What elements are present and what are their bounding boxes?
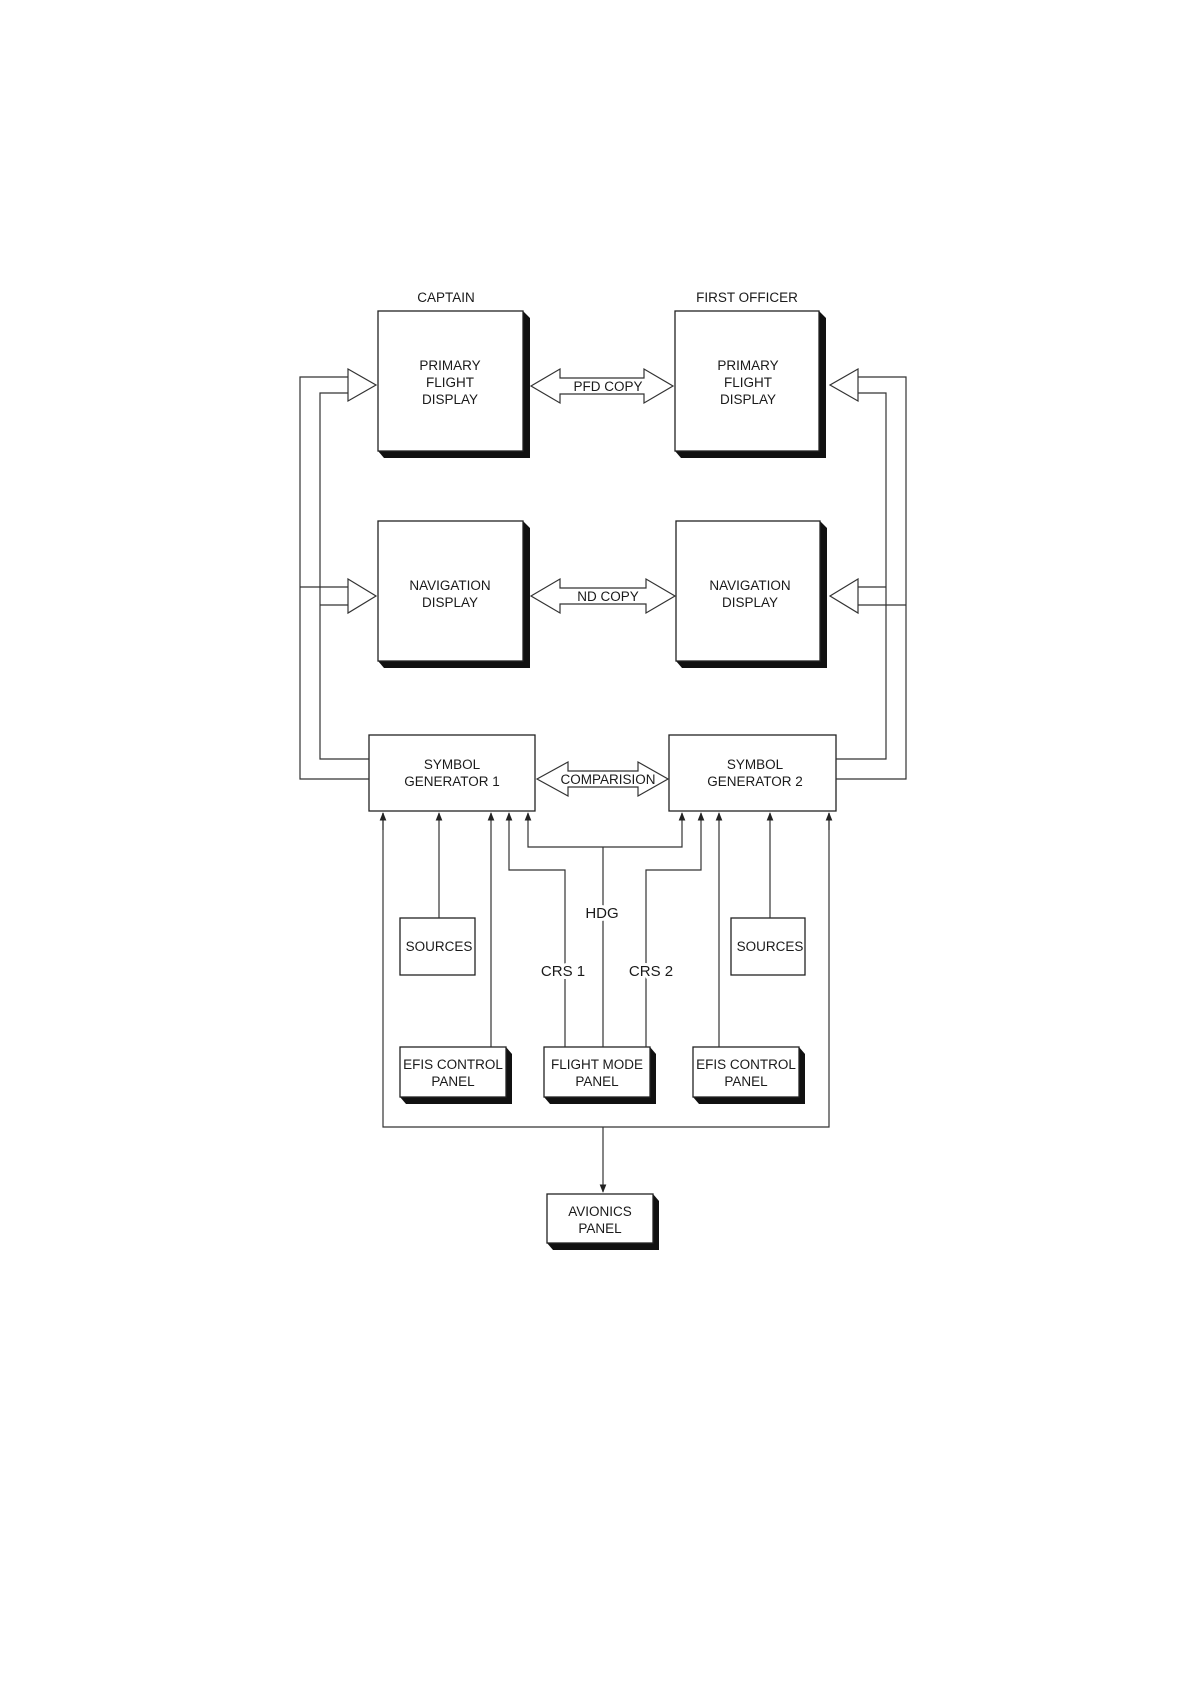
left-nd-arrowhead bbox=[348, 579, 376, 613]
left-inner-bus bbox=[320, 393, 369, 759]
comparision-label: COMPARISION bbox=[560, 772, 655, 787]
symgen2-line-1: SYMBOL bbox=[727, 757, 784, 772]
symbol-generator-1-box: SYMBOL GENERATOR 1 bbox=[369, 735, 535, 811]
nd-left-box: NAVIGATION DISPLAY bbox=[378, 521, 530, 668]
nd-left-line-2: DISPLAY bbox=[422, 595, 478, 610]
pfd-right-line-2: FLIGHT bbox=[724, 375, 772, 390]
pfd-right-line-3: DISPLAY bbox=[720, 392, 776, 407]
crs1-label: CRS 1 bbox=[541, 963, 585, 980]
nd-right-line-2: DISPLAY bbox=[722, 595, 778, 610]
flight-mode-panel-box: FLIGHT MODE PANEL bbox=[544, 1047, 656, 1104]
left-pfd-arrowhead bbox=[348, 369, 376, 401]
crs1-line bbox=[509, 813, 565, 1047]
efis-right-line-2: PANEL bbox=[724, 1074, 768, 1089]
pfd-left-line-3: DISPLAY bbox=[422, 392, 478, 407]
sources-right-label: SOURCES bbox=[737, 939, 804, 954]
nd-right-line-1: NAVIGATION bbox=[709, 578, 790, 593]
nd-right-box: NAVIGATION DISPLAY bbox=[676, 521, 827, 668]
captain-label: CAPTAIN bbox=[417, 290, 475, 305]
fmp-line-2: PANEL bbox=[575, 1074, 619, 1089]
sources-right-box: SOURCES bbox=[731, 918, 805, 975]
nd-copy-label: ND COPY bbox=[577, 589, 639, 604]
efis-control-panel-left-box: EFIS CONTROL PANEL bbox=[400, 1047, 512, 1104]
pfd-left-line-1: PRIMARY bbox=[419, 358, 480, 373]
hdg-to-gen1 bbox=[528, 813, 603, 847]
right-pfd-arrowhead bbox=[830, 369, 858, 401]
symbol-generator-2-box: SYMBOL GENERATOR 2 bbox=[669, 735, 836, 811]
pfd-right-box: PRIMARY FLIGHT DISPLAY bbox=[675, 311, 826, 458]
efis-left-line-2: PANEL bbox=[431, 1074, 475, 1089]
sources-left-box: SOURCES bbox=[400, 918, 475, 975]
pfd-left-line-2: FLIGHT bbox=[426, 375, 474, 390]
pfd-copy-label: PFD COPY bbox=[573, 379, 642, 394]
fmp-line-1: FLIGHT MODE bbox=[551, 1057, 643, 1072]
avionics-line-1: AVIONICS bbox=[568, 1204, 632, 1219]
right-outer-bus bbox=[836, 377, 906, 779]
right-inner-bus bbox=[836, 393, 886, 759]
left-outer-bus bbox=[300, 377, 369, 779]
efis-left-line-1: EFIS CONTROL bbox=[403, 1057, 503, 1072]
nd-left-line-1: NAVIGATION bbox=[409, 578, 490, 593]
crs2-line bbox=[646, 813, 701, 1047]
right-nd-arrowhead bbox=[830, 579, 858, 613]
first-officer-label: FIRST OFFICER bbox=[696, 290, 798, 305]
pfd-left-box: PRIMARY FLIGHT DISPLAY bbox=[378, 311, 530, 458]
pfd-right-line-1: PRIMARY bbox=[717, 358, 778, 373]
nd-copy-arrow: ND COPY bbox=[531, 579, 675, 613]
efis-control-panel-right-box: EFIS CONTROL PANEL bbox=[693, 1047, 805, 1104]
pfd-copy-arrow: PFD COPY bbox=[531, 369, 673, 403]
symgen1-line-2: GENERATOR 1 bbox=[404, 774, 500, 789]
symgen2-line-2: GENERATOR 2 bbox=[707, 774, 803, 789]
symgen1-line-1: SYMBOL bbox=[424, 757, 481, 772]
sources-left-label: SOURCES bbox=[406, 939, 473, 954]
crs2-label: CRS 2 bbox=[629, 963, 673, 980]
comparision-arrow: COMPARISION bbox=[537, 762, 668, 796]
efis-right-line-1: EFIS CONTROL bbox=[696, 1057, 796, 1072]
avionics-panel-box: AVIONICS PANEL bbox=[547, 1194, 659, 1250]
hdg-label: HDG bbox=[585, 905, 618, 922]
avionics-line-2: PANEL bbox=[578, 1221, 622, 1236]
hdg-to-gen2 bbox=[603, 813, 682, 847]
